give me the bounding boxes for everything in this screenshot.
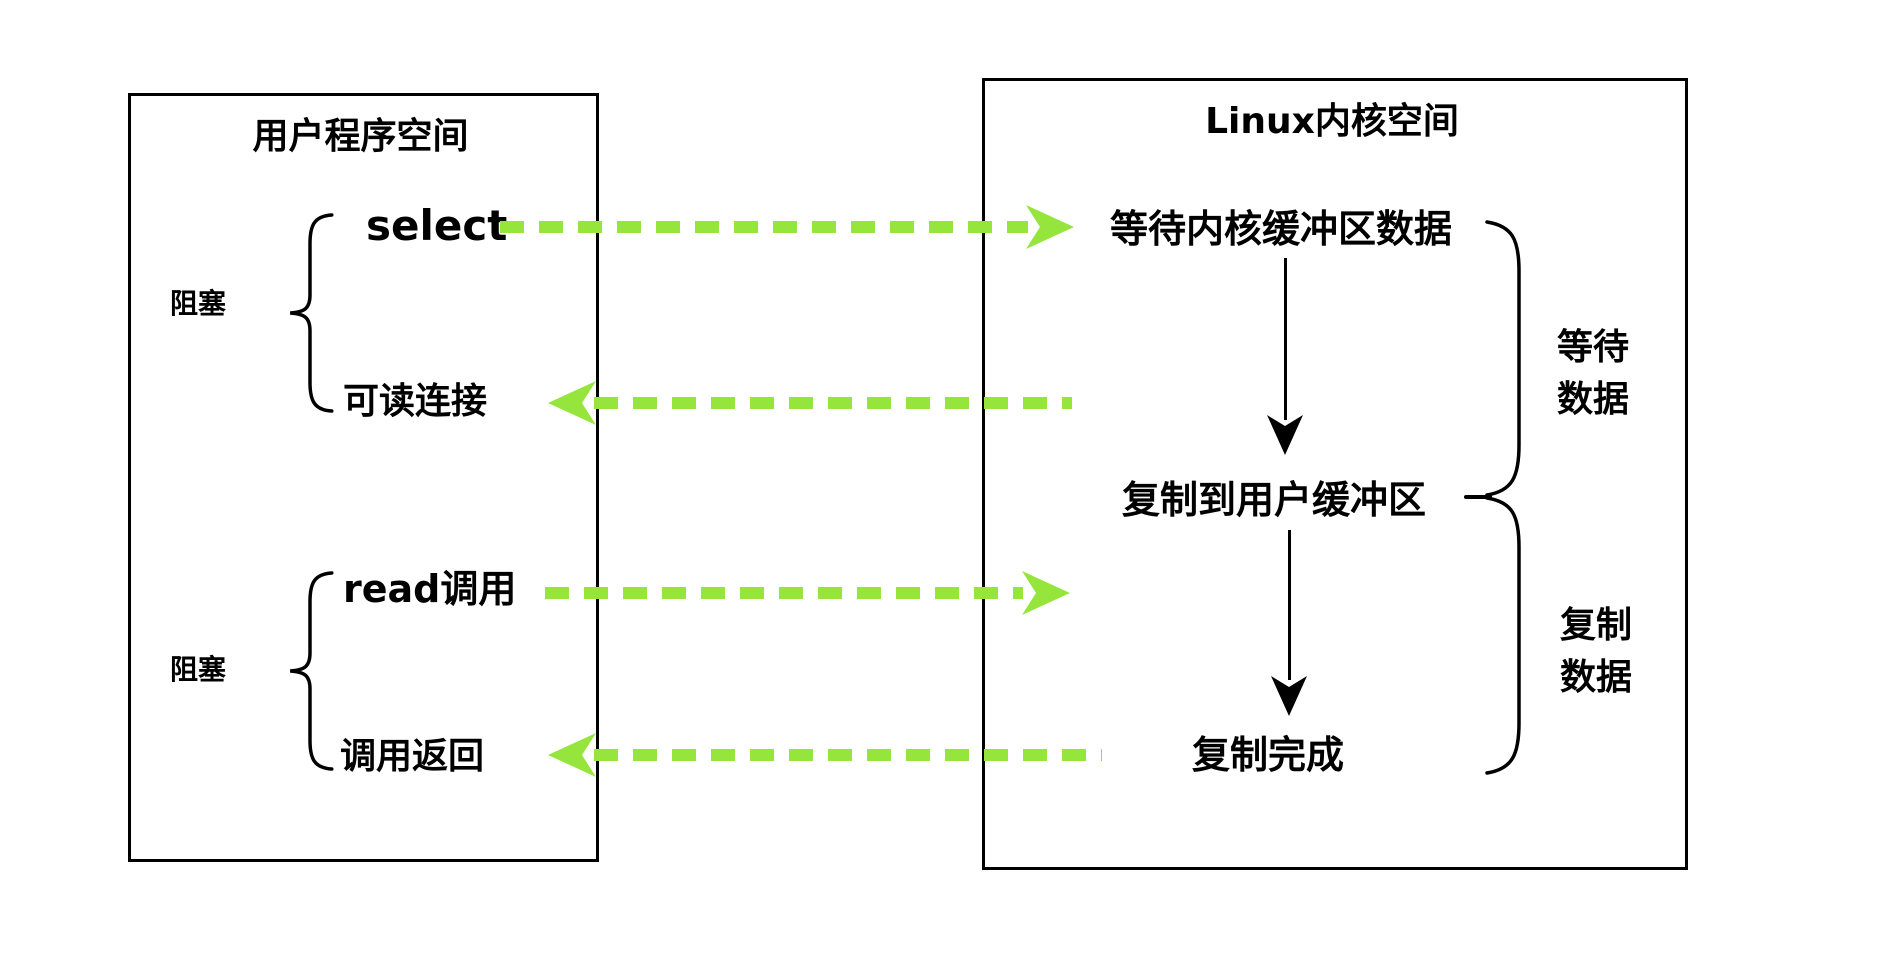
- readable-connection-label: 可读连接: [343, 381, 488, 422]
- curly-brace-left-1-icon: [290, 213, 334, 413]
- wait-data-annotation: 等待 数据: [1540, 322, 1646, 426]
- copy-data-line2: 数据: [1559, 657, 1632, 698]
- kernel-space-box: [982, 78, 1688, 870]
- select-label: select: [366, 201, 508, 250]
- copy-data-annotation: 复制 数据: [1543, 600, 1649, 704]
- wait-data-line1: 等待: [1556, 327, 1629, 368]
- arrowhead-left-readable-icon: [548, 381, 596, 425]
- kernel-space-title: Linux内核空间: [1205, 101, 1459, 142]
- copy-to-user-buffer-label: 复制到用户缓冲区: [1122, 478, 1427, 522]
- flow-line-copy-to-done: [1288, 530, 1291, 680]
- arrowhead-right-read-call-icon: [1022, 571, 1070, 615]
- dashed-line-readable: [594, 397, 1072, 409]
- call-return-label: 调用返回: [340, 736, 485, 777]
- curly-brace-left-2-icon: [290, 571, 334, 771]
- brace-copy-phase-icon: [1485, 496, 1521, 775]
- user-space-box: [128, 93, 599, 862]
- wait-data-line2: 数据: [1556, 379, 1629, 420]
- dashed-line-select: [500, 221, 1028, 233]
- arrowhead-down-1-icon: [1267, 415, 1303, 455]
- brace-junction-tick: [1464, 495, 1492, 499]
- arrowhead-left-call-return-icon: [548, 733, 596, 777]
- wait-kernel-buffer-label: 等待内核缓冲区数据: [1110, 207, 1453, 251]
- read-call-label: read调用: [343, 567, 517, 611]
- blocking-label-1: 阻塞: [170, 287, 227, 320]
- dashed-line-call-return: [594, 749, 1102, 761]
- user-space-title: 用户程序空间: [252, 116, 469, 157]
- copy-data-line1: 复制: [1559, 605, 1632, 646]
- brace-wait-phase-icon: [1485, 220, 1521, 497]
- arrowhead-right-select-icon: [1026, 205, 1074, 249]
- flow-line-wait-to-copy: [1284, 258, 1287, 420]
- copy-complete-label: 复制完成: [1192, 733, 1345, 777]
- dashed-line-read-call: [545, 587, 1023, 599]
- blocking-label-2: 阻塞: [170, 653, 227, 686]
- arrowhead-down-2-icon: [1271, 676, 1307, 716]
